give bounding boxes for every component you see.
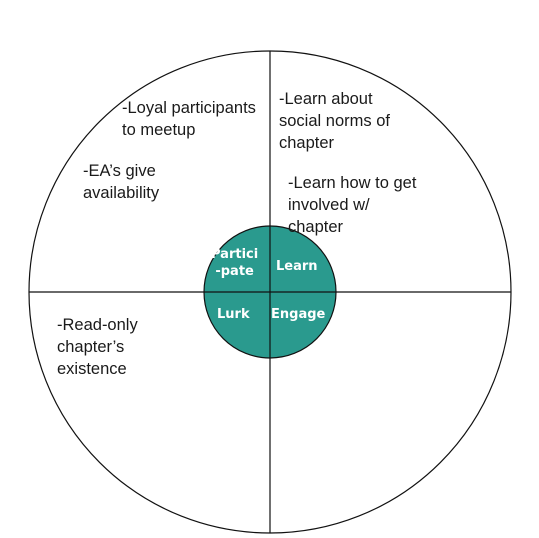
center-label-engage: Engage	[271, 307, 326, 322]
center-label-lurk: Lurk	[217, 307, 250, 322]
center-label-learn: Learn	[276, 259, 318, 274]
note-loyal-participants: -Loyal participants to meetup	[122, 99, 256, 139]
note-get-involved: -Learn how to get involved w/ chapter	[288, 174, 417, 236]
note-ea-availability: -EA’s give availability	[83, 162, 160, 202]
note-social-norms: -Learn about social norms of chapter	[279, 90, 390, 152]
note-read-only: -Read-only chapter’s existence	[57, 316, 138, 378]
center-label-participate: Partici -pate	[211, 247, 259, 279]
